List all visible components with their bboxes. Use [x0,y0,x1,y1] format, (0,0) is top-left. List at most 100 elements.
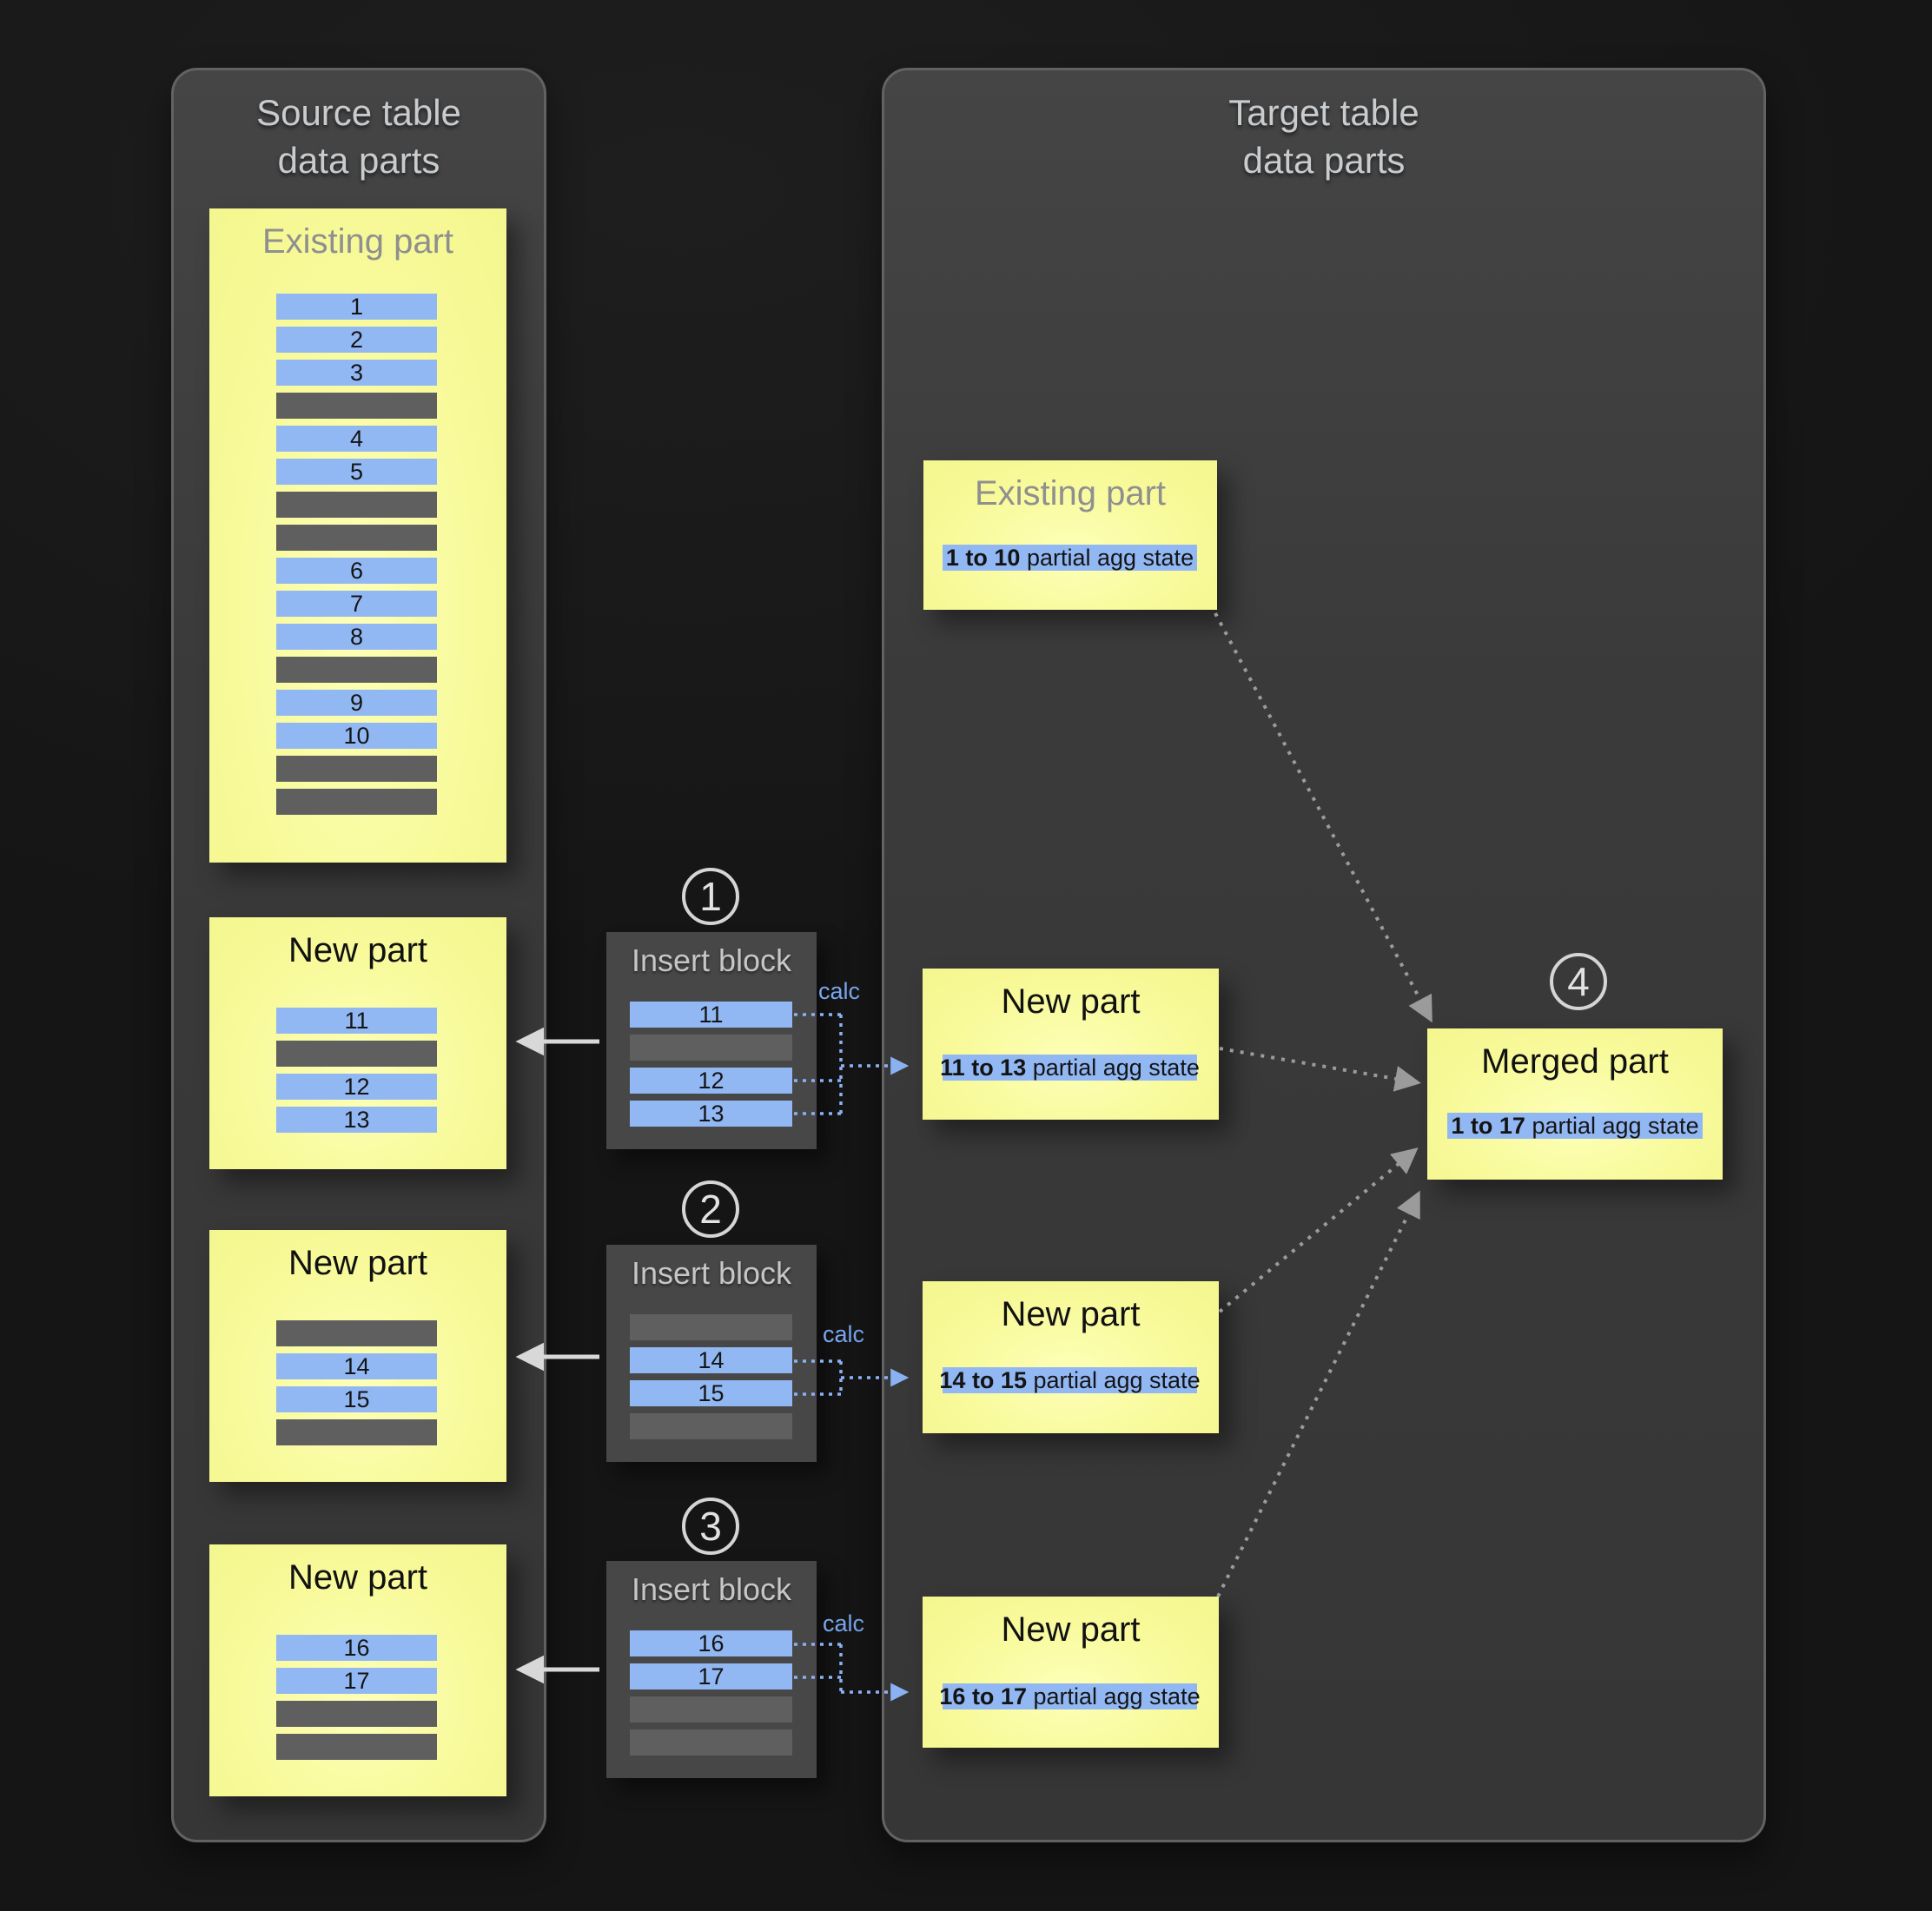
agg-label: partial agg state [1026,1054,1200,1081]
data-row [630,1035,792,1061]
data-row: 16 [276,1635,437,1661]
agg-state-strip: 14 to 15 partial agg state [939,1367,1201,1393]
agg-range: 11 to 13 [940,1054,1027,1081]
agg-state-strip: 1 to 17 partial agg state [1447,1113,1703,1139]
data-row: 15 [630,1380,792,1406]
insert-block-1-title: Insert block [631,942,792,978]
data-row: 14 [630,1347,792,1373]
agg-state-strip: 1 to 10 partial agg state [943,545,1197,571]
data-row [276,1734,437,1760]
data-row: 8 [276,624,437,650]
agg-range: 1 to 10 [945,544,1021,571]
target-table-panel: Target table data parts Existing part 1 … [882,68,1766,1842]
target-panel-title-line1: Target table [1228,92,1419,133]
data-row: 12 [276,1074,437,1100]
agg-label: partial agg state [1525,1112,1699,1139]
target-new-part-3-title: New part [1001,1610,1141,1649]
step-4-badge: 4 [1550,953,1607,1010]
source-new-part-2-rows: 14 15 [276,1320,437,1452]
source-new-part-2-title: New part [288,1244,428,1282]
source-panel-title-line1: Source table [256,92,461,133]
source-existing-part-title: Existing part [261,222,454,261]
data-row [630,1314,792,1340]
step-2-badge: 2 [682,1180,739,1238]
agg-state-strip: 16 to 17 partial agg state [939,1683,1201,1709]
calc-label-1: calc [818,978,861,1004]
source-new-part-3-title: New part [288,1558,428,1597]
insert-block-3-rows: 16 17 [630,1630,792,1762]
step-1-badge: 1 [682,868,739,925]
data-row: 11 [630,1002,792,1028]
source-new-part-3: New part 16 17 [209,1544,506,1796]
source-table-panel: Source table data parts Existing part 1 … [171,68,546,1842]
insert-block-2-title: Insert block [631,1255,792,1291]
source-new-part-1: New part 11 12 13 [209,917,506,1169]
target-existing-part: Existing part 1 to 10 partial agg state [923,460,1217,610]
data-row: 12 [630,1068,792,1094]
calc-label-3: calc [823,1610,865,1637]
data-row: 5 [276,459,437,485]
data-row [276,1041,437,1067]
data-row: 11 [276,1008,437,1034]
agg-label: partial agg state [1026,1683,1201,1709]
source-new-part-1-rows: 11 12 13 [276,1008,437,1140]
agg-label: partial agg state [1026,1366,1201,1393]
data-row [276,1419,437,1445]
data-row [630,1413,792,1439]
agg-range: 1 to 17 [1451,1112,1525,1139]
data-row: 17 [630,1663,792,1689]
insert-block-3: Insert block 16 17 [606,1561,817,1778]
data-row: 4 [276,426,437,452]
source-new-part-2: New part 14 15 [209,1230,506,1482]
source-new-part-3-rows: 16 17 [276,1635,437,1767]
source-new-part-1-title: New part [288,931,428,969]
source-panel-title-line2: data parts [277,139,440,181]
agg-state-strip: 11 to 13 partial agg state [940,1054,1200,1081]
target-new-part-1-title: New part [1001,982,1141,1021]
source-panel-title: Source table data parts [174,89,544,184]
insert-block-2-rows: 14 15 [630,1314,792,1446]
data-row [276,789,437,815]
agg-range: 14 to 15 [939,1366,1027,1393]
agg-label: partial agg state [1020,544,1194,571]
data-row: 6 [276,558,437,584]
data-row: 16 [630,1630,792,1656]
data-row: 9 [276,690,437,716]
data-row: 17 [276,1668,437,1694]
data-row: 13 [276,1107,437,1133]
data-row: 3 [276,360,437,386]
data-row [276,393,437,419]
target-new-part-2-title: New part [1001,1295,1141,1333]
target-merged-part-title: Merged part [1481,1042,1669,1081]
data-row: 13 [630,1101,792,1127]
data-row: 7 [276,591,437,617]
target-existing-part-title: Existing part [974,474,1167,512]
data-row: 2 [276,327,437,353]
data-row: 1 [276,294,437,320]
data-row [630,1696,792,1723]
insert-block-1: Insert block 11 12 13 [606,932,817,1149]
target-new-part-3: New part 16 to 17 partial agg state [923,1597,1219,1748]
data-row [276,492,437,518]
target-merged-part: Merged part 1 to 17 partial agg state [1427,1028,1723,1180]
data-row [276,756,437,782]
target-new-part-2: New part 14 to 15 partial agg state [923,1281,1219,1433]
target-new-part-1: New part 11 to 13 partial agg state [923,969,1219,1120]
target-panel-title-line2: data parts [1242,139,1406,181]
data-row [276,1701,437,1727]
data-row [276,525,437,551]
calc-label-2: calc [823,1321,865,1347]
data-row: 10 [276,723,437,749]
insert-block-3-title: Insert block [631,1571,792,1607]
data-row [630,1729,792,1756]
data-row: 15 [276,1386,437,1412]
data-row [276,1320,437,1346]
insert-block-1-rows: 11 12 13 [630,1002,792,1134]
agg-range: 16 to 17 [939,1683,1027,1709]
insert-block-2: Insert block 14 15 [606,1245,817,1462]
data-row: 14 [276,1353,437,1379]
source-existing-part: Existing part 1 2 3 4 5 6 7 8 9 10 [209,208,506,863]
data-row [276,657,437,683]
target-panel-title: Target table data parts [884,89,1763,184]
